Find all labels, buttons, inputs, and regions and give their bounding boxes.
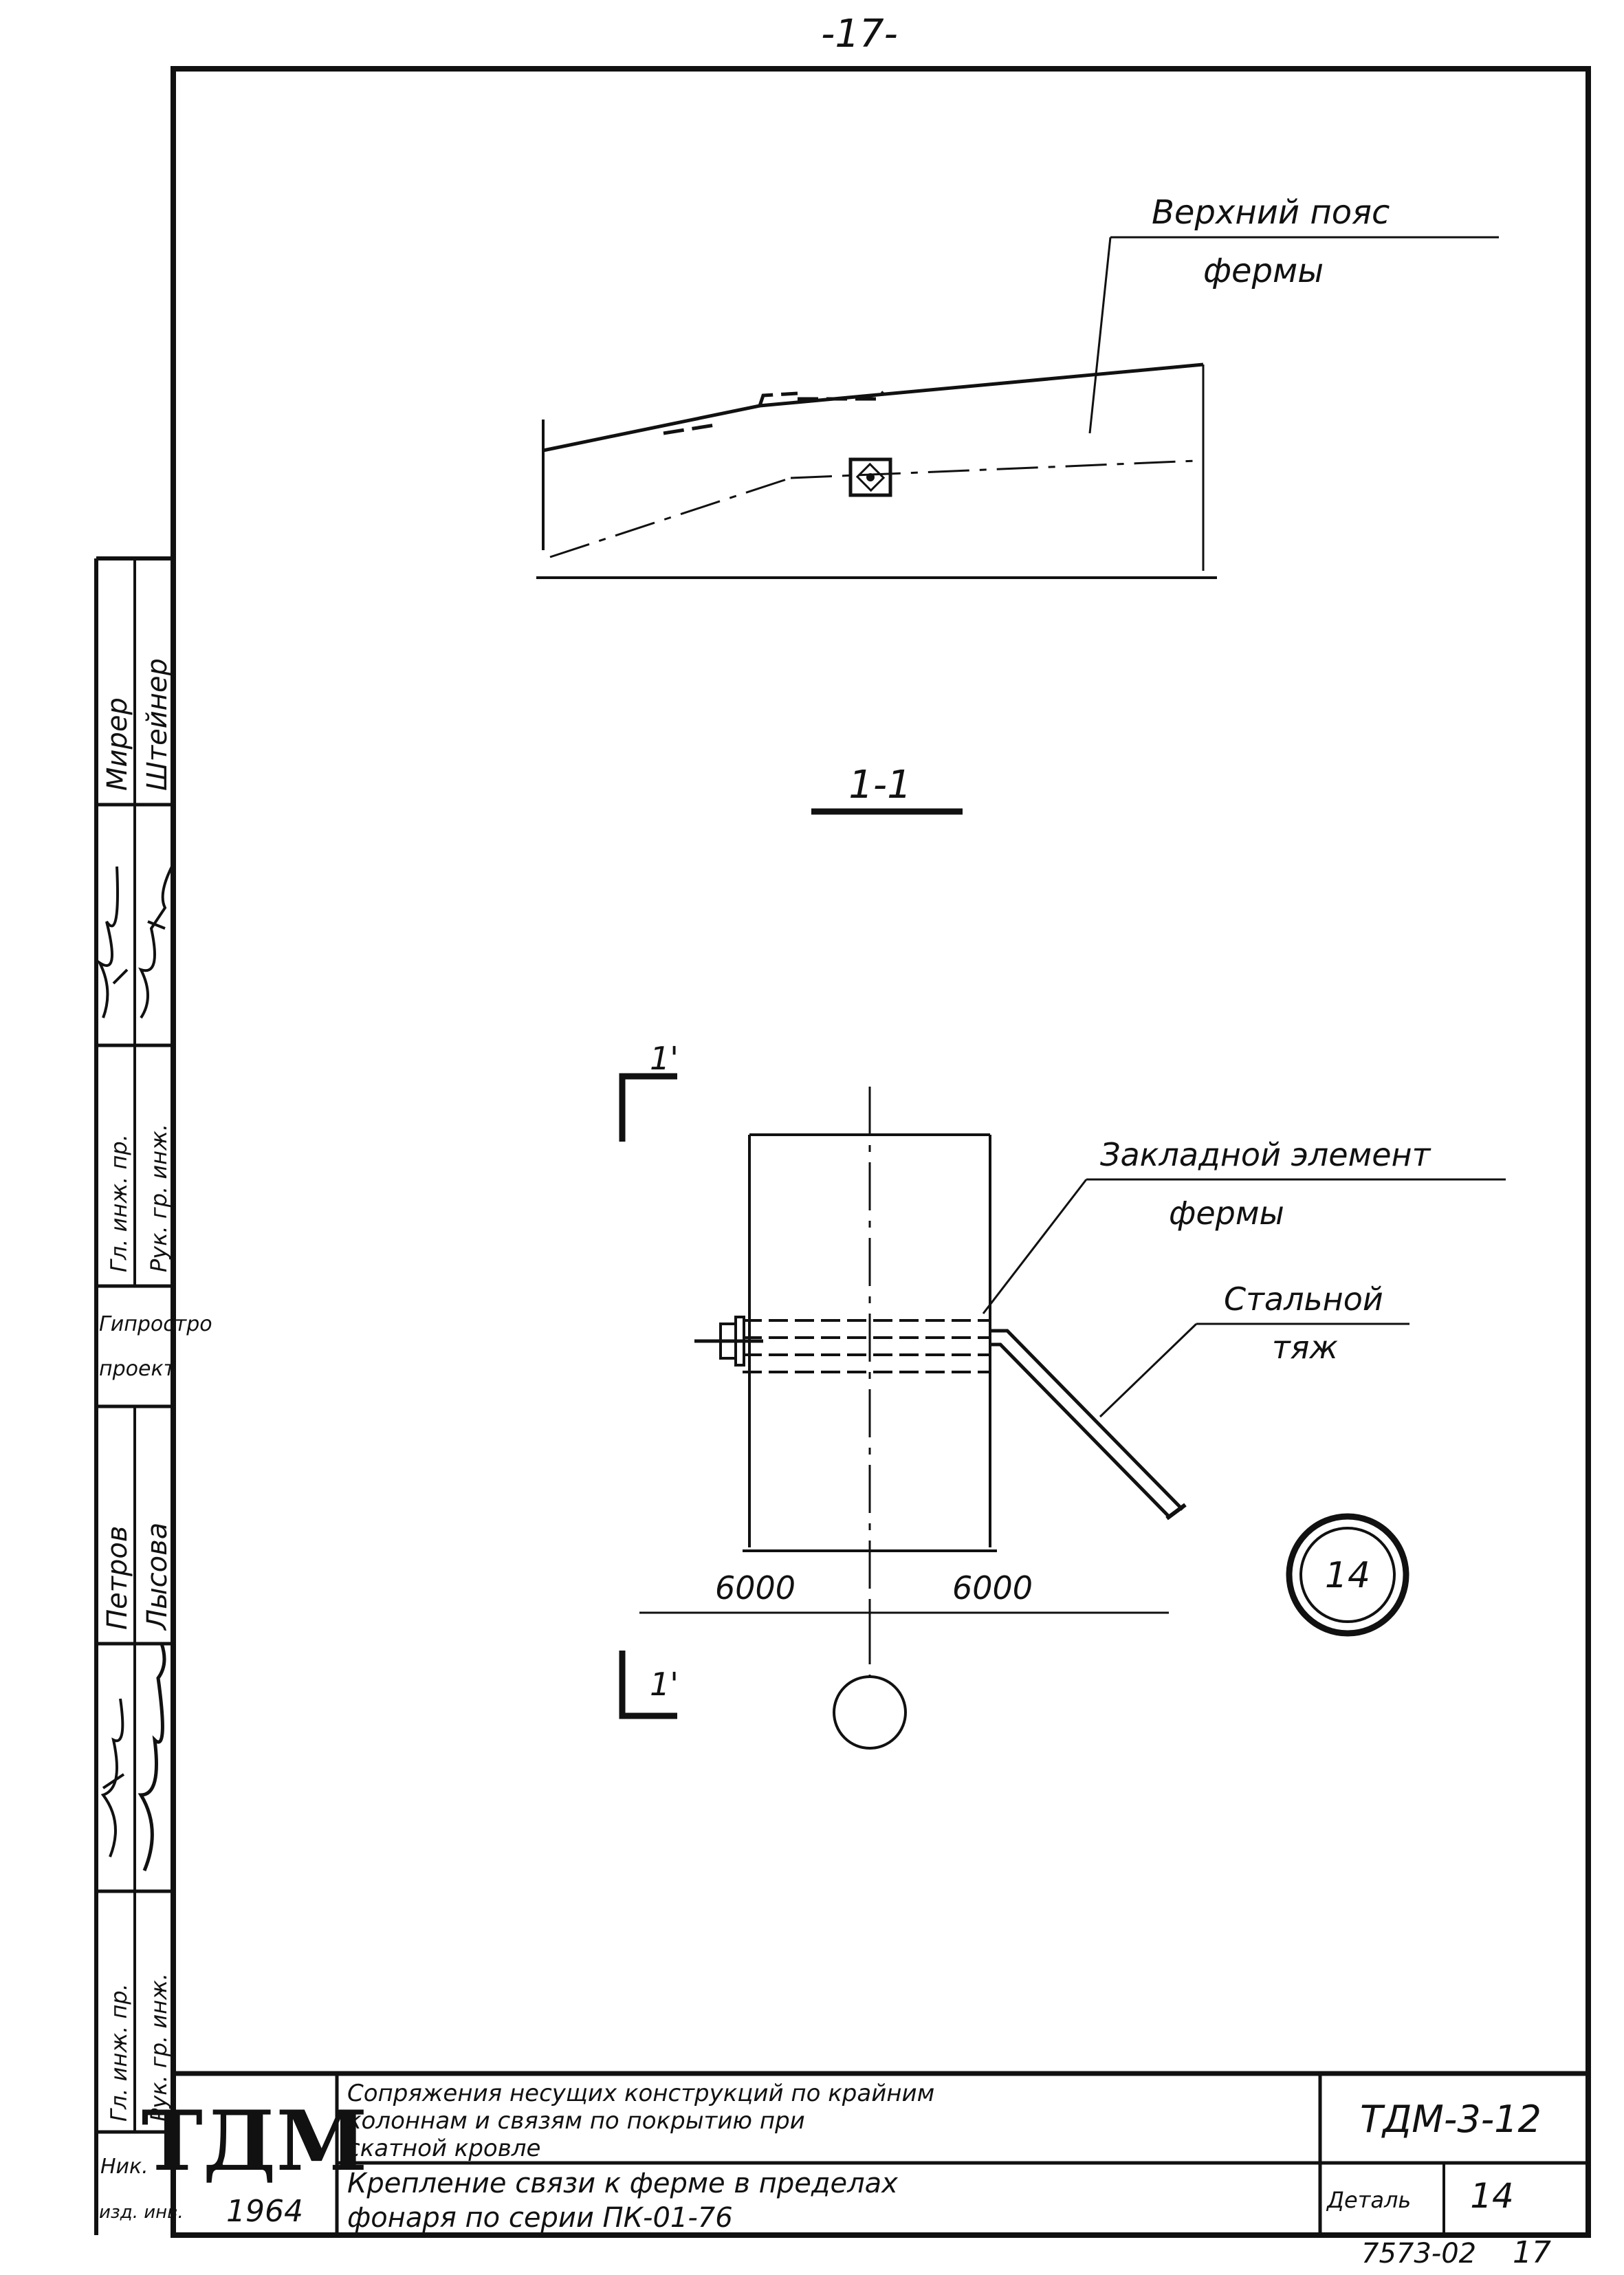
drawing-code: ТДМ-3-12 (1360, 2098, 1541, 2141)
subtitle-line-1: Крепление связи к ферме в пределах (347, 2168, 898, 2199)
detail-label: Деталь (1326, 2187, 1411, 2213)
column-detail (619, 1073, 1506, 1750)
footer-sheet: 17 (1513, 2235, 1551, 2270)
sheet-frame (171, 66, 1591, 2238)
cut-mark-bottom: 1' (650, 1666, 679, 1703)
top-chord-detail (536, 236, 1499, 579)
stamp-b-1: Мирер (102, 697, 133, 791)
stamp-a-1: Гл. инж. пр. (106, 1134, 132, 1272)
title-logo: ТДМ (142, 2093, 368, 2190)
stamp-bottom-1: Ник. (100, 2155, 149, 2179)
side-stamp (94, 556, 173, 2235)
dimension-right: 6000 (952, 1569, 1033, 1607)
stamp-a-3: Гл. инж. пр. (106, 1983, 132, 2122)
title-line-2: колоннам и связям по покрытию при (347, 2107, 805, 2135)
footer-number: 7573-02 (1361, 2238, 1476, 2269)
detail-bubble-number: 14 (1325, 1555, 1370, 1596)
label-top-chord-line2: фермы (1203, 252, 1324, 290)
label-top-chord-line1: Верхний пояс (1152, 193, 1390, 232)
dimension-left: 6000 (715, 1569, 795, 1607)
stamp-bottom-2: изд. инв. (99, 2202, 184, 2223)
title-year: 1964 (226, 2194, 303, 2229)
title-block (173, 2071, 1588, 2235)
stamp-org-2: проект (99, 1357, 177, 1381)
label-rod-line1: Стальной (1224, 1281, 1383, 1318)
stamp-a-4: Рук. гр. инж. (146, 1973, 172, 2122)
page-number: -17- (821, 12, 898, 56)
stamp-b-4: Лысова (142, 1523, 173, 1631)
label-embedded-line1: Закладной элемент (1100, 1136, 1431, 1173)
label-embedded-line2: фермы (1169, 1195, 1284, 1232)
detail-value: 14 (1470, 2176, 1514, 2216)
label-rod-line2: тяж (1272, 1329, 1338, 1366)
title-line-3: скатной кровле (347, 2135, 540, 2162)
cut-mark-top: 1' (650, 1040, 679, 1077)
stamp-b-2: Штейнер (142, 658, 173, 791)
stamp-b-3: Петров (102, 1526, 133, 1630)
title-line-1: Сопряжения несущих конструкций по крайни… (347, 2080, 934, 2107)
stamp-a-2: Рук. гр. инж. (146, 1124, 172, 1272)
subtitle-line-2: фонаря по серии ПК-01-76 (347, 2202, 733, 2234)
stamp-org-1: Гипростро (99, 1312, 212, 1336)
section-mark: 1-1 (848, 763, 911, 807)
